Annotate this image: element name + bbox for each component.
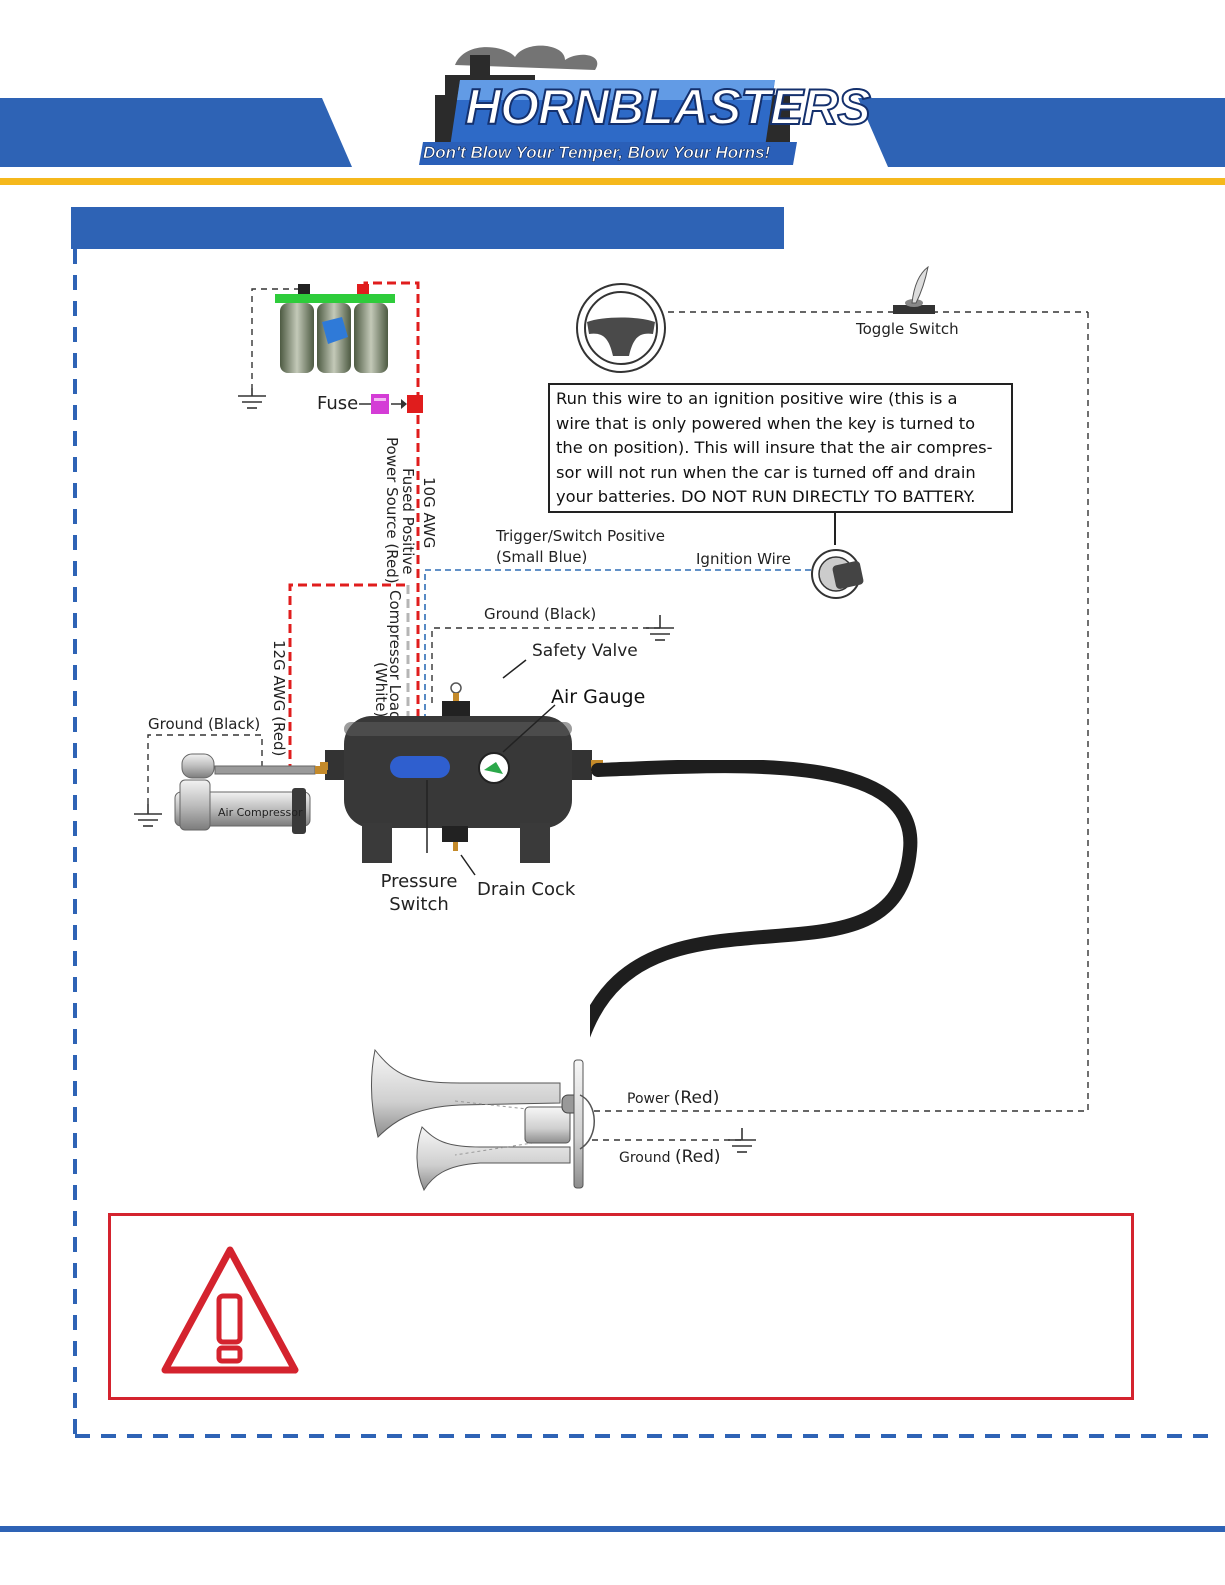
warning-triangle-icon [161, 1246, 299, 1374]
air-hose [590, 760, 918, 1039]
note-line: sor will not run when the car is turned … [556, 462, 976, 482]
note-line: Run this wire to an ignition positive wi… [556, 389, 958, 408]
ground-label-suffix: (Red) [674, 1147, 721, 1167]
air-tank-icon [320, 682, 603, 863]
note-line: the on position). This will insure that … [556, 438, 993, 457]
air-compressor-icon [174, 753, 327, 834]
air-compressor-label: Air Compressor [218, 806, 303, 819]
ignition-key-icon [811, 549, 864, 599]
battery-icon [275, 284, 395, 373]
fuse-icon [359, 394, 423, 414]
air-gauge-pointer [502, 704, 556, 753]
brand-name: HORNBLASTERS [464, 78, 872, 136]
wire-10g-label: 10G AWG [420, 477, 438, 549]
frame-border [73, 249, 1212, 1438]
train-horn-icon [371, 1048, 595, 1192]
note-line: wire that is only powered when the key i… [556, 413, 976, 433]
ignition-note: Run this wire to an ignition positive wi… [548, 383, 1013, 513]
ground-black-left-label: Ground (Black) [148, 715, 261, 733]
warning-box [108, 1213, 1134, 1400]
safety-valve-pointer [502, 659, 527, 679]
hornblasters-logo: HORNBLASTERS Don't Blow Your Temper, Blo… [415, 35, 872, 170]
steering-wheel-icon [576, 283, 666, 373]
power-label-suffix: (Red) [673, 1088, 720, 1108]
toggle-switch-label: Toggle Switch [856, 320, 959, 338]
power-source-label: Power Source (Red) [383, 437, 401, 584]
ground-symbol-icon [134, 388, 756, 1153]
header-bands [0, 98, 1225, 185]
ground-label-prefix: Ground [619, 1150, 671, 1166]
ground-black-top-label: Ground (Black) [484, 605, 597, 623]
fused-positive-label: Fused Positive [399, 468, 417, 575]
safety-valve-label: Safety Valve [532, 641, 638, 661]
wire-12g-label: 12G AWG (Red) [270, 640, 288, 757]
switch-drain-pointers [426, 780, 476, 876]
fuse-label: Fuse [317, 393, 359, 414]
drain-cock-label: Drain Cock [477, 879, 576, 900]
pressure-switch-label: Pressure [380, 871, 458, 892]
trigger-positive-label: Trigger/Switch Positive [496, 527, 665, 545]
pressure-switch-label-2: Switch [389, 894, 449, 915]
brand-tagline: Don't Blow Your Temper, Blow Your Horns! [423, 143, 771, 163]
small-blue-label: (Small Blue) [496, 548, 588, 566]
section-title-bar [71, 207, 784, 249]
note-pointer [834, 513, 836, 545]
air-gauge-label: Air Gauge [551, 686, 646, 708]
note-line: your batteries. DO NOT RUN DIRECTLY TO B… [556, 487, 976, 506]
toggle-switch-icon [893, 265, 935, 314]
footer-line [0, 1526, 1225, 1532]
ignition-wire-label: Ignition Wire [696, 550, 791, 568]
power-red-label: Power (Red) [627, 1088, 719, 1108]
ground-red-label: Ground (Red) [619, 1147, 721, 1167]
power-label-prefix: Power [627, 1091, 670, 1107]
